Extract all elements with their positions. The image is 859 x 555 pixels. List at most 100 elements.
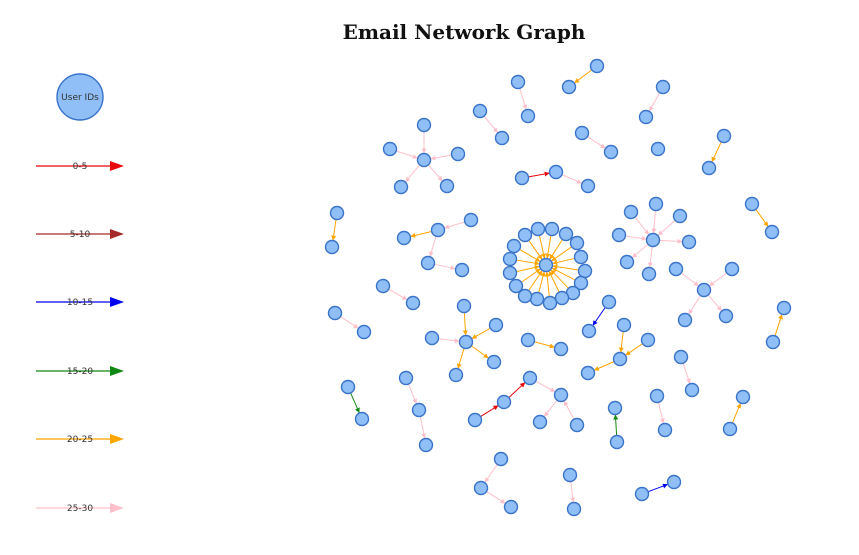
user-node[interactable]	[544, 221, 560, 237]
user-node[interactable]	[554, 290, 570, 306]
user-node[interactable]	[634, 486, 650, 502]
user-node[interactable]	[542, 295, 558, 311]
user-node[interactable]	[340, 379, 356, 395]
user-node[interactable]	[718, 308, 734, 324]
user-node[interactable]	[765, 334, 781, 350]
user-node[interactable]	[430, 222, 446, 238]
user-node[interactable]	[418, 437, 434, 453]
user-node[interactable]	[569, 417, 585, 433]
user-node[interactable]	[764, 224, 780, 240]
user-node[interactable]	[456, 298, 472, 314]
user-node[interactable]	[517, 227, 533, 243]
user-node[interactable]	[716, 128, 732, 144]
user-node[interactable]	[329, 205, 345, 221]
user-node[interactable]	[458, 334, 474, 350]
user-node[interactable]	[538, 257, 554, 273]
user-node[interactable]	[573, 275, 589, 291]
user-node[interactable]	[607, 400, 623, 416]
user-node[interactable]	[677, 312, 693, 328]
user-node[interactable]	[666, 474, 682, 490]
user-node[interactable]	[529, 291, 545, 307]
user-node[interactable]	[503, 499, 519, 515]
user-node[interactable]	[375, 278, 391, 294]
user-node[interactable]	[735, 389, 751, 405]
user-node[interactable]	[486, 354, 502, 370]
user-node[interactable]	[439, 178, 455, 194]
user-node[interactable]	[354, 411, 370, 427]
user-node[interactable]	[645, 232, 661, 248]
user-node[interactable]	[580, 365, 596, 381]
user-node[interactable]	[532, 414, 548, 430]
user-node[interactable]	[473, 480, 489, 496]
user-node[interactable]	[420, 255, 436, 271]
user-node[interactable]	[502, 265, 518, 281]
user-node[interactable]	[672, 208, 688, 224]
user-node[interactable]	[416, 117, 432, 133]
user-node[interactable]	[493, 451, 509, 467]
user-node[interactable]	[356, 324, 372, 340]
user-node[interactable]	[574, 125, 590, 141]
user-node[interactable]	[553, 387, 569, 403]
user-node[interactable]	[416, 152, 432, 168]
user-node[interactable]	[558, 226, 574, 242]
user-node[interactable]	[657, 422, 673, 438]
user-node[interactable]	[776, 300, 792, 316]
user-node[interactable]	[650, 141, 666, 157]
user-node[interactable]	[668, 261, 684, 277]
user-node[interactable]	[502, 251, 518, 267]
user-node[interactable]	[548, 164, 564, 180]
user-node[interactable]	[581, 323, 597, 339]
user-node[interactable]	[467, 412, 483, 428]
user-node[interactable]	[517, 288, 533, 304]
user-node[interactable]	[508, 278, 524, 294]
user-node[interactable]	[472, 103, 488, 119]
user-node[interactable]	[649, 388, 665, 404]
user-node[interactable]	[601, 294, 617, 310]
user-node[interactable]	[561, 79, 577, 95]
user-node[interactable]	[506, 238, 522, 254]
user-node[interactable]	[573, 249, 589, 265]
user-node[interactable]	[701, 160, 717, 176]
user-node[interactable]	[611, 227, 627, 243]
user-node[interactable]	[398, 370, 414, 386]
user-node[interactable]	[722, 421, 738, 437]
user-node[interactable]	[569, 235, 585, 251]
user-node[interactable]	[638, 109, 654, 125]
user-node[interactable]	[488, 317, 504, 333]
user-node[interactable]	[684, 382, 700, 398]
user-node[interactable]	[396, 230, 412, 246]
user-node[interactable]	[424, 330, 440, 346]
user-node[interactable]	[577, 263, 593, 279]
user-node[interactable]	[494, 130, 510, 146]
user-node[interactable]	[510, 74, 526, 90]
user-node[interactable]	[448, 367, 464, 383]
user-node[interactable]	[744, 196, 760, 212]
user-node[interactable]	[566, 501, 582, 517]
user-node[interactable]	[520, 332, 536, 348]
user-node[interactable]	[696, 282, 712, 298]
user-node[interactable]	[562, 467, 578, 483]
user-node[interactable]	[641, 266, 657, 282]
user-node[interactable]	[648, 196, 664, 212]
user-node[interactable]	[553, 341, 569, 357]
user-node[interactable]	[393, 179, 409, 195]
user-node[interactable]	[463, 212, 479, 228]
user-node[interactable]	[450, 146, 466, 162]
user-node[interactable]	[327, 305, 343, 321]
user-node[interactable]	[616, 317, 632, 333]
user-node[interactable]	[724, 261, 740, 277]
user-node[interactable]	[681, 234, 697, 250]
user-node[interactable]	[609, 434, 625, 450]
user-node[interactable]	[580, 178, 596, 194]
user-node[interactable]	[640, 332, 656, 348]
user-node[interactable]	[514, 170, 530, 186]
user-node[interactable]	[454, 262, 470, 278]
user-node[interactable]	[496, 394, 512, 410]
user-node[interactable]	[522, 370, 538, 386]
user-node[interactable]	[405, 295, 421, 311]
user-node[interactable]	[411, 402, 427, 418]
user-node[interactable]	[520, 108, 536, 124]
user-node[interactable]	[623, 204, 639, 220]
user-node[interactable]	[603, 144, 619, 160]
user-node[interactable]	[612, 351, 628, 367]
